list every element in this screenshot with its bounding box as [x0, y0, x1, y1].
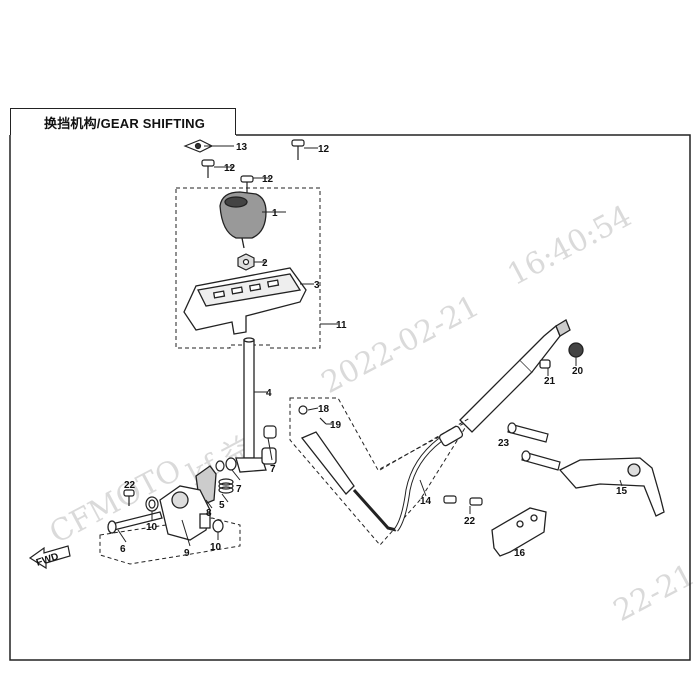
part-3-bracket	[183, 267, 307, 335]
callout-1: 1	[272, 208, 278, 219]
part-22-bolts	[443, 495, 483, 506]
callout-17: 18	[318, 404, 330, 415]
callout-15: 15	[616, 486, 628, 497]
callout-22: 22	[464, 516, 476, 527]
part-12-bolts	[201, 139, 305, 193]
part-15-shift-arm	[558, 457, 665, 517]
fwd-arrow-icon	[28, 545, 71, 570]
callout-8: 8	[206, 508, 212, 519]
part-21-bolt	[123, 489, 135, 506]
part-4-shift-rod	[235, 337, 277, 473]
callout-labels: 13 12 12 12 1 2 3 11 4 7 7 5 8 9 10 10 6…	[35, 142, 628, 569]
callout-19: 20	[572, 366, 584, 377]
callout-3: 3	[314, 280, 320, 291]
callout-16: 16	[514, 548, 526, 559]
callout-7a: 7	[270, 464, 276, 475]
callout-14: 14	[420, 496, 432, 507]
callout-2: 2	[262, 258, 268, 269]
callout-9: 9	[184, 548, 190, 559]
part-7-bushings	[215, 425, 277, 472]
part-1-shift-knob	[219, 191, 267, 249]
diagram-title: 换挡机构/GEAR SHIFTING	[44, 116, 206, 131]
callout-23: 23	[498, 438, 510, 449]
part-17-18-clip	[298, 405, 327, 425]
callout-12c: 12	[318, 144, 330, 155]
callout-11: 11	[336, 320, 347, 331]
callout-13: 13	[236, 142, 248, 153]
callout-6: 6	[120, 544, 126, 555]
leader-lines	[117, 145, 623, 549]
title-frame	[10, 108, 236, 135]
callout-12b: 12	[262, 174, 274, 185]
callout-12a: 12	[224, 163, 236, 174]
part-5-spring	[218, 478, 234, 494]
part-16-bracket	[491, 507, 547, 557]
callout-10a: 10	[146, 522, 158, 533]
part-23-bolts	[507, 422, 561, 471]
part-6-pivot-bolt	[107, 511, 163, 534]
part-14-shift-cable	[300, 324, 561, 532]
callout-18: 19	[330, 420, 342, 431]
part-9-pivot-bracket	[159, 465, 217, 541]
callout-7b: 7	[236, 484, 242, 495]
part-2-nut	[237, 253, 255, 271]
callout-21: 22	[124, 480, 136, 491]
callout-5: 5	[219, 500, 225, 511]
callout-10b: 10	[210, 542, 222, 553]
callout-4: 4	[266, 388, 272, 399]
callout-20: 21	[544, 376, 556, 387]
